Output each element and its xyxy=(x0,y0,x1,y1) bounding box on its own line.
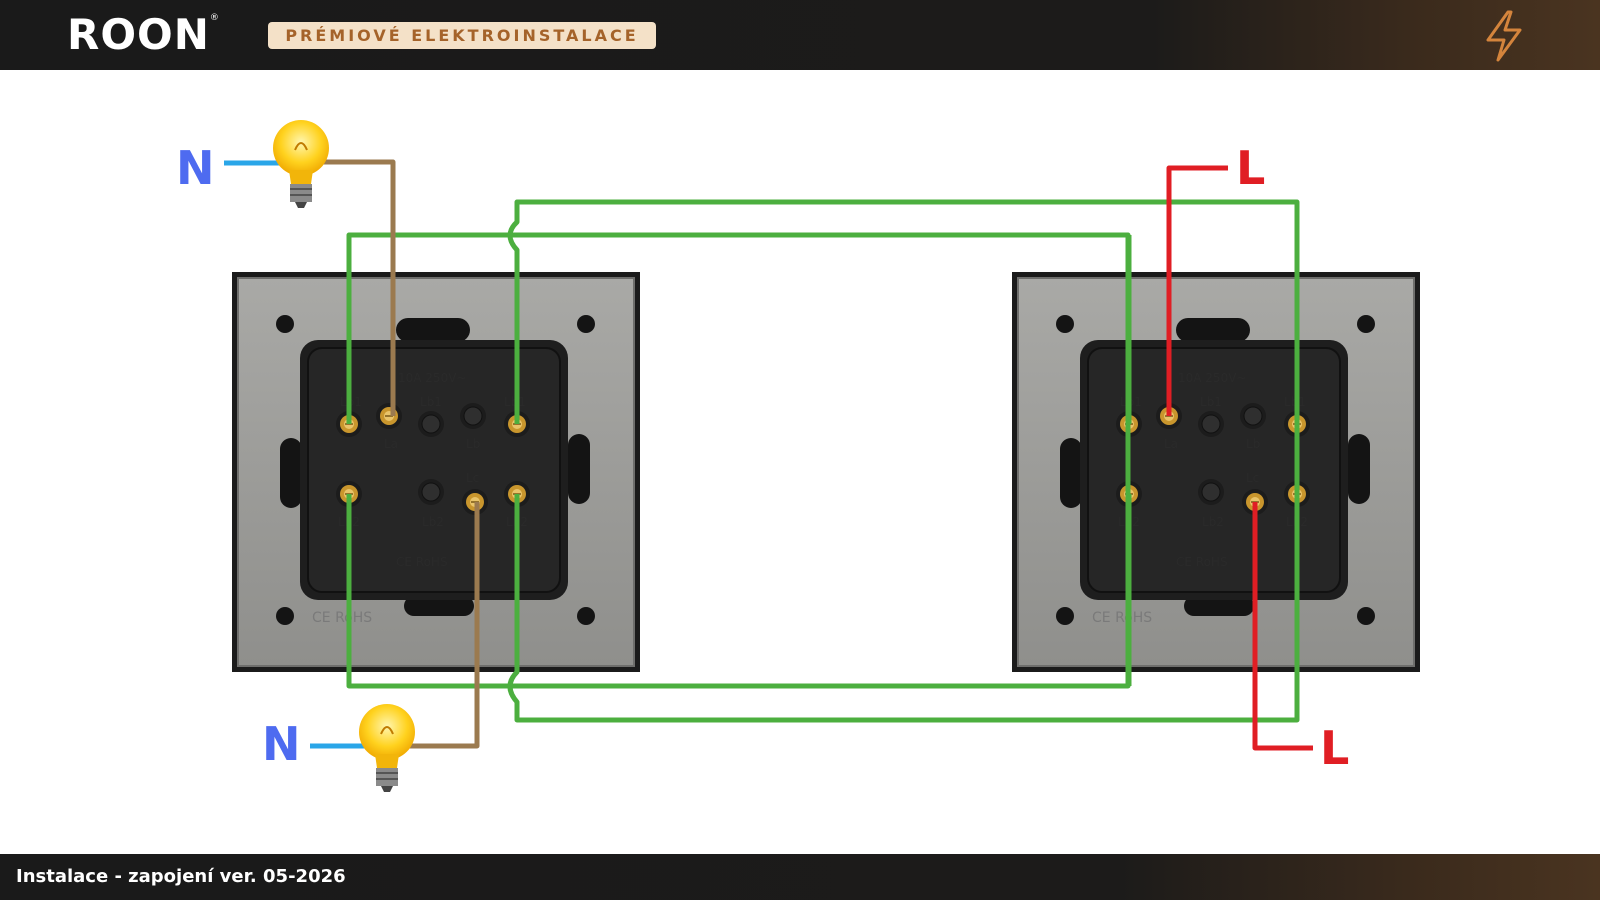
terminal-marking: La xyxy=(1164,437,1178,451)
neutral-label: N xyxy=(262,717,301,771)
mount-slot xyxy=(1184,596,1254,616)
terminal-marking: La xyxy=(384,437,398,451)
switched-wire-bottom xyxy=(406,502,480,749)
screw-hole xyxy=(577,607,595,625)
traveler-wires xyxy=(346,199,1300,723)
screw-hole xyxy=(1056,315,1074,333)
neutral-label: N xyxy=(176,141,215,195)
rating-marking: 10A 250V~ xyxy=(1178,371,1246,385)
switch-right: 10A 250V~ Lb1 Lb1 Lb1 La Lb Lc Lb2 Lb2 L… xyxy=(1012,272,1420,672)
traveler-wire-inner xyxy=(346,232,1131,689)
mount-slot xyxy=(280,438,302,508)
cert-marking-plate: CE RoHS xyxy=(1092,610,1152,626)
cert-marking-plate: CE RoHS xyxy=(312,610,372,626)
terminal-marking: Lb xyxy=(466,437,480,451)
terminal-marking: Lb2 xyxy=(422,515,444,529)
terminal-marking: Lc xyxy=(466,471,479,485)
live-label: L xyxy=(1236,141,1265,195)
traveler-wire-outer xyxy=(507,199,1300,723)
light-bulb-icon xyxy=(272,119,330,209)
mechanism-body xyxy=(307,347,561,593)
terminal-empty xyxy=(417,410,445,438)
mount-slot xyxy=(1176,318,1250,342)
mount-slot xyxy=(1060,438,1082,508)
screw-hole xyxy=(1357,315,1375,333)
terminal-marking: Lc xyxy=(1246,471,1259,485)
live-label: L xyxy=(1320,721,1349,775)
live-wires xyxy=(1166,165,1313,751)
lightning-bolt-icon xyxy=(1486,10,1522,62)
screw-hole xyxy=(577,315,595,333)
terminal-empty xyxy=(459,402,487,430)
header-bar: ROON ® PRÉMIOVÉ ELEKTROINSTALACE xyxy=(0,0,1600,70)
logo-text: ROON xyxy=(67,10,210,59)
footer-version-text: Instalace - zapojení ver. 05-2026 xyxy=(16,866,346,887)
terminal xyxy=(375,402,403,430)
screw-hole xyxy=(1357,607,1375,625)
terminal-marking: Lb xyxy=(1246,437,1260,451)
rating-marking: 10A 250V~ xyxy=(398,371,466,385)
terminal-empty xyxy=(417,478,445,506)
terminal-empty xyxy=(1197,478,1225,506)
live-wire-bottom xyxy=(1252,502,1313,751)
screw-hole xyxy=(276,607,294,625)
switched-wire-top xyxy=(320,159,396,416)
brand-tagline: PRÉMIOVÉ ELEKTROINSTALACE xyxy=(268,22,656,49)
light-bulb-icon xyxy=(358,703,416,793)
logo-registered-mark: ® xyxy=(209,13,220,23)
terminal-empty xyxy=(1197,410,1225,438)
cert-marking: CE RoHS xyxy=(396,555,448,569)
terminal-marking: Lb1 xyxy=(420,395,442,409)
neutral-wires xyxy=(224,160,370,749)
mount-slot xyxy=(568,434,590,504)
wiring-diagram: 10A 250V~ Lb1 Lb1 Lb1 La Lb Lc Lb2 Lb2 L… xyxy=(176,119,1420,793)
live-wire-top xyxy=(1166,165,1228,416)
terminal-marking: Lb2 xyxy=(1202,515,1224,529)
terminal-marking: Lb1 xyxy=(1200,395,1222,409)
screw-hole xyxy=(276,315,294,333)
switch-left: 10A 250V~ Lb1 Lb1 Lb1 La Lb Lc Lb2 Lb2 L… xyxy=(232,272,640,672)
mount-slot xyxy=(404,596,474,616)
switched-wires xyxy=(320,159,480,749)
screw-hole xyxy=(1056,607,1074,625)
cert-marking: CE RoHS xyxy=(1176,555,1228,569)
mechanism-body xyxy=(1087,347,1341,593)
mount-slot xyxy=(396,318,470,342)
footer-bar: Instalace - zapojení ver. 05-2026 xyxy=(0,854,1600,900)
terminal-empty xyxy=(1239,402,1267,430)
mount-slot xyxy=(1348,434,1370,504)
brand-logo: ROON ® xyxy=(67,10,219,59)
